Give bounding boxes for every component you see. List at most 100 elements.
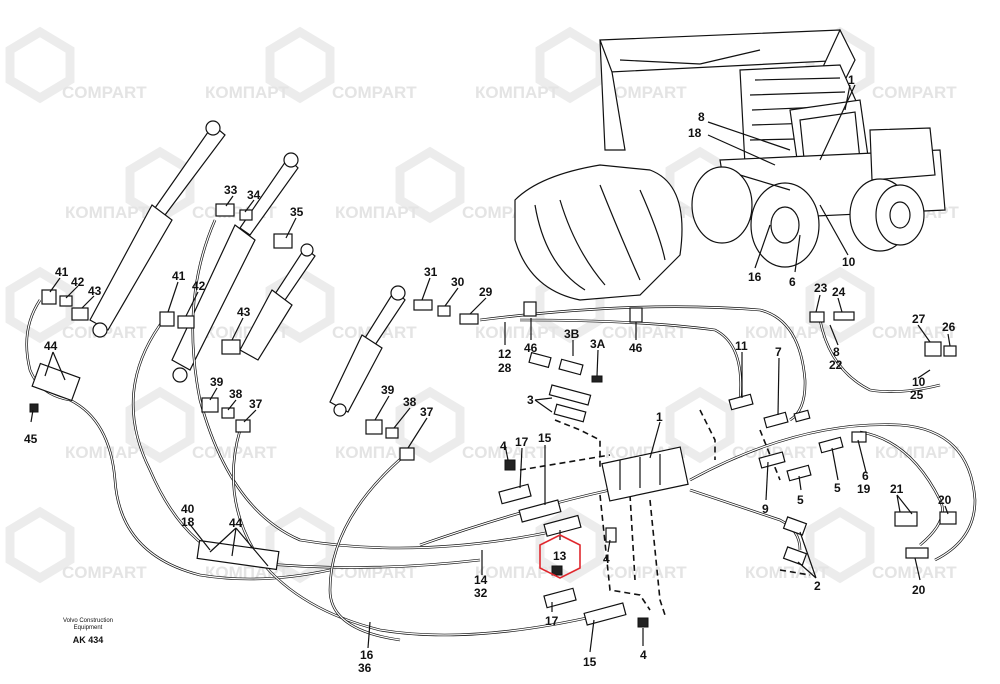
callout-label[interactable]: 12 [498,347,512,361]
callout-label[interactable]: 37 [249,397,263,411]
callout-label[interactable]: 21 [890,482,904,496]
fitting-3b-body [558,358,584,376]
callout-label[interactable]: 36 [358,661,372,675]
watermark-text: КОМПАРТ [745,323,829,342]
callout-label[interactable]: 23 [814,281,828,295]
callout-label[interactable]: 4 [640,648,647,662]
callout-label[interactable]: 1 [656,410,663,424]
watermark-logo-icon [665,386,735,464]
callout-label[interactable]: 31 [424,265,438,279]
callout-label[interactable]: 2 [814,579,821,593]
leader-line [185,291,199,317]
callout-label[interactable]: 43 [237,305,251,319]
hose-valve-right [689,488,802,551]
manufacturer-line-2: Equipment [73,625,103,631]
callout-label[interactable]: 38 [229,387,243,401]
callout-label[interactable]: 26 [942,320,956,334]
callout-label[interactable]: 11 [735,339,748,353]
callout-label[interactable]: 28 [498,361,512,375]
callout-label[interactable]: 43 [88,284,102,298]
callout-label[interactable]: 6 [789,275,796,289]
callout-label[interactable]: 25 [910,388,924,402]
callout-label[interactable]: 15 [583,655,597,669]
callout-label[interactable]: 8 [833,345,840,359]
callout-label[interactable]: 44 [44,339,58,353]
callout-label[interactable]: 4 [603,552,610,566]
watermark-logo-icon [125,386,195,464]
leader-line [243,409,257,423]
callout-label[interactable]: 32 [474,586,488,600]
leader-line [81,295,95,309]
callout-label[interactable]: 34 [247,188,261,202]
callout-label[interactable]: 41 [172,269,186,283]
control-valve-sections [619,454,661,490]
callout-label[interactable]: 39 [381,383,395,397]
callout-label[interactable]: 3A [590,337,606,351]
fitting-33 [215,203,235,217]
callout-label[interactable]: 39 [210,375,224,389]
callout-label[interactable]: 20 [938,493,952,507]
callout-label[interactable]: 42 [192,279,206,293]
callout-label[interactable]: 17 [515,435,529,449]
cylinder-4-eye [390,285,406,301]
callout-label[interactable]: 24 [832,285,846,299]
callout-label[interactable]: 46 [524,341,538,355]
loader-engine-hood [869,127,936,181]
callout-label[interactable]: 10 [912,375,926,389]
watermark-text: COMPART [872,83,957,102]
watermark-logo-icon [125,146,195,224]
callout-label[interactable]: 17 [545,614,559,628]
dash-line [519,454,611,471]
callout-label[interactable]: 7 [775,345,782,359]
callout-label[interactable]: 35 [290,205,304,219]
fitting-5b [818,436,844,454]
watermark-logo-icon [395,146,465,224]
callout-label[interactable]: 4 [500,439,507,453]
callout-label[interactable]: 45 [24,432,38,446]
watermark-text: COMPART [872,563,957,582]
watermark-text: КОМПАРТ [65,443,149,462]
callout-label[interactable]: 6 [862,469,869,483]
callout-label[interactable]: 9 [762,502,769,516]
callout-label[interactable]: 3 [527,393,534,407]
callout-label[interactable]: 29 [479,285,493,299]
leader-line [797,531,817,579]
leader-line [798,475,802,491]
callout-label[interactable]: 18 [181,515,195,529]
watermark-logo-icon [5,266,75,344]
callout-label[interactable]: 38 [403,395,417,409]
leader-line [30,409,34,423]
callout-label[interactable]: 41 [55,265,69,279]
dash-line [554,419,601,470]
callout-label[interactable]: 27 [912,312,926,326]
leader-line [794,234,801,273]
callout-label[interactable]: 37 [420,405,434,419]
callout-label[interactable]: 22 [829,358,843,372]
callout-label[interactable]: 30 [451,275,465,289]
callout-label[interactable]: 3B [564,327,580,341]
callout-label[interactable]: 8 [698,110,705,124]
callout-label[interactable]: 10 [842,255,856,269]
callout-label[interactable]: 20 [912,583,926,597]
callout-label[interactable]: 15 [538,431,552,445]
fitting-6 [851,431,867,443]
callout-label[interactable]: 18 [688,126,702,140]
watermark-text: COMPART [732,443,817,462]
callout-label[interactable]: 5 [834,481,841,495]
leader-line [917,324,931,343]
callout-label[interactable]: 16 [360,648,374,662]
callout-label[interactable]: 16 [748,270,762,284]
callout-label[interactable]: 44 [229,516,243,530]
callout-label[interactable]: 19 [857,482,871,496]
callout-label[interactable]: 46 [629,341,643,355]
callout-label[interactable]: 13 [553,549,567,563]
leader-line [534,397,553,413]
callout-label[interactable]: 33 [224,183,238,197]
fitting-43a [71,307,89,321]
fitting-17b [543,587,577,609]
callout-label[interactable]: 40 [181,502,195,516]
callout-label[interactable]: 5 [797,493,804,507]
callout-label[interactable]: 42 [71,275,85,289]
callout-label[interactable]: 14 [474,573,488,587]
callout-label[interactable]: 1 [848,73,855,87]
